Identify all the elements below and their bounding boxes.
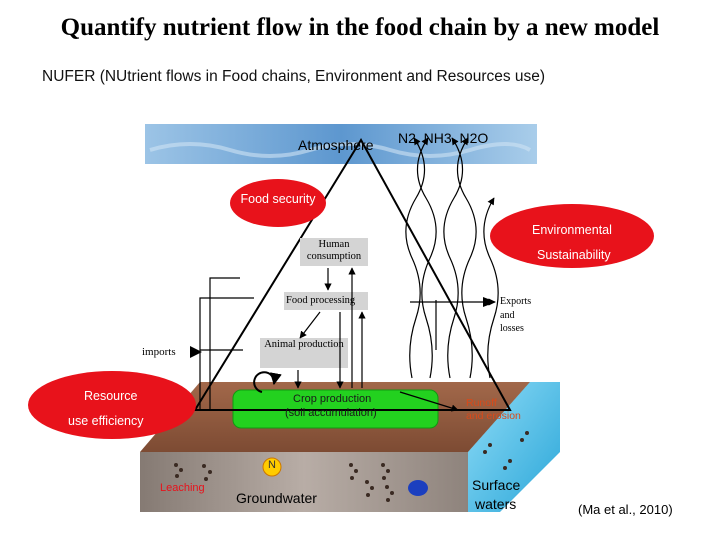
use-efficiency-label: use efficiency (68, 414, 144, 428)
crop-production-label: Crop production (293, 393, 372, 405)
runoff-label: Runoff (466, 397, 497, 409)
waters-label: waters (475, 496, 517, 512)
food-security-ellipse (230, 179, 326, 227)
citation: (Ma et al., 2010) (578, 502, 673, 517)
resource-label: Resource (84, 389, 138, 403)
imports-label: imports (142, 346, 176, 358)
food-security-label: Food security (240, 192, 316, 206)
human-consumption-box (300, 238, 368, 266)
food-processing-label: Food processing (286, 295, 356, 306)
surface-water (468, 382, 560, 512)
groundwater-label: Groundwater (236, 490, 317, 506)
leaching-arrows (174, 431, 529, 502)
environmental-label: Environmental (532, 223, 612, 237)
slide-title: Quantify nutrient flow in the food chain… (60, 14, 660, 41)
exports-label: Exports (500, 296, 532, 307)
atmosphere-gases: N2, NH3, N2O (398, 130, 489, 146)
atmosphere-label: Atmosphere (298, 137, 374, 153)
soil-accumulation-label: (soil accumulation) (285, 407, 377, 419)
food-processing-box (284, 292, 368, 310)
environmental-ellipse (490, 204, 654, 268)
exports-and-label: and (500, 310, 515, 321)
resource-ellipse (28, 371, 196, 439)
erosion-label: and erosion (466, 410, 521, 422)
n-marker (262, 457, 282, 477)
water-blob (408, 480, 428, 496)
imports-arrowhead (190, 346, 202, 358)
surface-label: Surface (472, 477, 521, 493)
slide-subtitle: NUFER (NUtrient flows in Food chains, En… (42, 68, 546, 85)
human-consumption-label: Human consumption (306, 239, 362, 262)
sustainability-label: Sustainability (537, 248, 611, 262)
food-chain-triangle (193, 138, 512, 411)
exports-arrowhead (483, 297, 496, 307)
groundwater-layer (140, 452, 468, 512)
animal-production-label: Animal production (264, 339, 344, 350)
losses-label: losses (500, 323, 524, 334)
animal-production-box (260, 338, 348, 368)
leaching-label: Leaching (160, 482, 205, 494)
n-marker-label: N (268, 459, 276, 471)
